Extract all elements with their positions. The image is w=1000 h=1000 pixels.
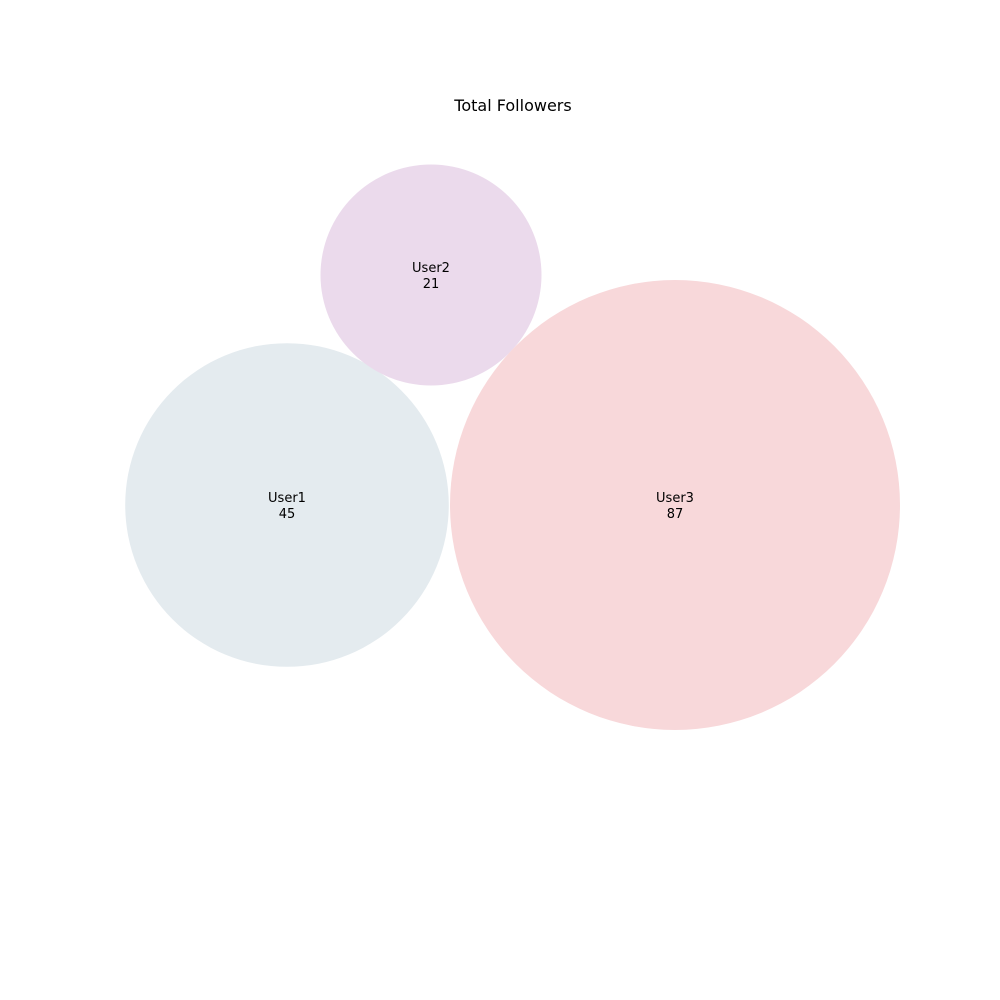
bubble-name: User3: [656, 491, 694, 506]
bubble-user2: [320, 164, 542, 386]
bubble-name: User1: [268, 491, 306, 506]
bubble-user3: [450, 280, 900, 730]
bubble-name: User2: [412, 261, 450, 276]
bubble-value: 87: [667, 507, 684, 522]
chart-title: Total Followers: [453, 96, 571, 115]
bubble-value: 21: [423, 277, 440, 292]
bubble-user1: [125, 343, 449, 667]
bubble-value: 45: [279, 507, 296, 522]
